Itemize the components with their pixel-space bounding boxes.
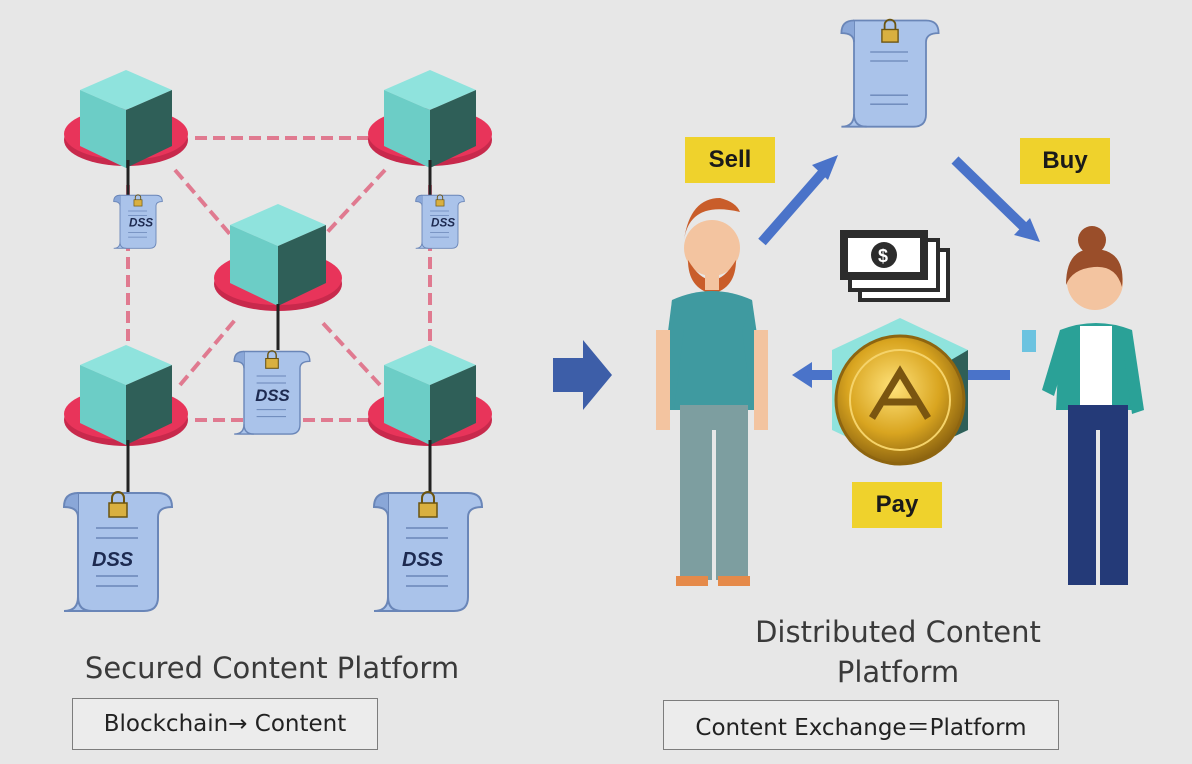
- gold-coin-icon: [832, 318, 968, 466]
- dss-scroll-icon: DSS: [63, 491, 173, 612]
- svg-text:$: $: [878, 246, 888, 266]
- svg-text:DSS: DSS: [129, 216, 153, 229]
- left-subtitle-box: Blockchain→ Content: [72, 698, 378, 750]
- dss-scroll-icon: DSS: [113, 194, 163, 249]
- dss-scroll-icon: DSS: [373, 491, 483, 612]
- blockchain-node-center: [214, 204, 342, 311]
- blockchain-node-bottom-left: [64, 345, 188, 446]
- buyer-person: [1022, 226, 1144, 585]
- sell-label: Sell: [685, 137, 775, 183]
- buy-arrow: [951, 156, 1040, 242]
- svg-text:DSS: DSS: [402, 549, 444, 571]
- right-title-line1: Distributed Content: [755, 615, 1041, 649]
- right-arrow-icon: [553, 340, 612, 410]
- sell-arrow: [758, 155, 838, 246]
- pay-label: Pay: [852, 482, 942, 528]
- svg-text:DSS: DSS: [92, 549, 134, 571]
- svg-text:DSS: DSS: [431, 216, 455, 229]
- blockchain-node-bottom-right: [368, 345, 492, 446]
- left-title: Secured Content Platform: [84, 651, 460, 685]
- dss-scroll-icon: DSS: [415, 194, 465, 249]
- dss-scroll-icon: DSS: [233, 350, 311, 435]
- blockchain-node-top-right: [368, 70, 492, 168]
- money-bills-icon: $: [840, 230, 950, 302]
- blockchain-node-top-left: [64, 70, 188, 168]
- buy-label: Buy: [1020, 138, 1110, 184]
- doc-connectors: [126, 160, 432, 495]
- svg-text:DSS: DSS: [255, 386, 290, 405]
- right-subtitle-box: Content Exchange＝Platform: [663, 700, 1059, 750]
- content-scroll-icon: [840, 18, 940, 128]
- seller-person: [656, 198, 768, 586]
- right-title-line2: Platform: [836, 655, 960, 689]
